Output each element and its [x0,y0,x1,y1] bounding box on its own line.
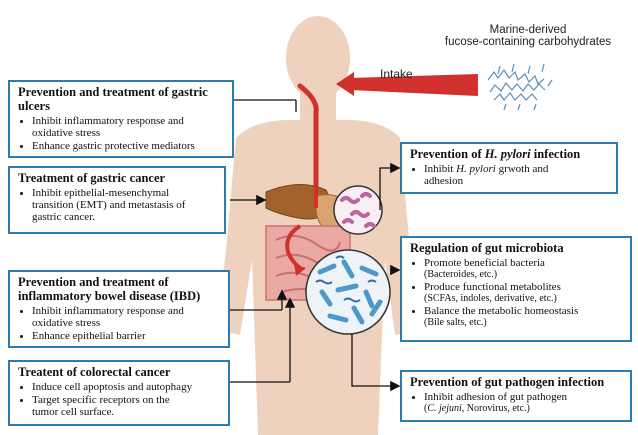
gastric-cancer-box: Treatment of gastric cancer Inhibit epit… [8,166,226,234]
gastric-ulcers-box: Prevention and treatment of gastric ulce… [8,80,234,158]
esophagus [297,83,319,193]
pathogen-title: Prevention of gut pathogen infection [410,375,605,389]
h-pylori-bacteria [333,185,383,235]
gastric-cancer-title: Treatment of gastric cancer [18,171,166,185]
ibd-title-line-1: Prevention and treatment of [18,275,169,289]
source-line-2: fucose-containing carbohydrates [444,36,612,48]
ibd-title: Prevention and treatment of inflammatory… [18,275,222,303]
intake-label: Intake [380,67,413,81]
gastric-ulcers-title-line-1: Prevention and treatment of gastric [18,85,208,99]
fucose-molecule [487,63,553,111]
connectors [230,99,401,392]
gut-arrow [285,224,302,270]
h-pylori-box: Prevention of H. pylori infection Inhibi… [400,142,618,194]
list-item: Enhance epithelial barrier [32,330,222,342]
intake-arrow [345,74,478,96]
colorectal-box: Treatent of colorectal cancer Induce cel… [8,360,230,426]
intake-arrowhead [336,72,354,96]
source-line-1: Marine-derived [489,24,567,36]
list-item: Inhibit inflammatory response andoxidati… [32,115,226,139]
list-item: Promote beneficial bacteria(Bacteroides,… [424,257,624,280]
ibd-box: Prevention and treatment of inflammatory… [8,270,230,348]
list-item: Inhibit epithelial-mesenchymaltransition… [32,187,218,223]
list-item: Inhibit adhesion of gut pathogen(C. jeju… [424,391,624,414]
ibd-title-line-2: inflammatory bowel disease (IBD) [18,289,201,303]
source-label: Marine-derived fucose-containing carbohy… [418,24,638,48]
list-item: Enhance gastric protective mediators [32,140,226,152]
microbiota-title: Regulation of gut microbiota [410,241,564,255]
colorectal-title: Treatent of colorectal cancer [18,365,171,379]
list-item: Induce cell apoptosis and autophagy [32,381,222,393]
gastric-ulcers-title-line-2: ulcers [18,99,50,113]
h-pylori-title: Prevention of H. pylori infection [410,147,581,161]
gastric-ulcers-title: Prevention and treatment of gastric ulce… [18,85,226,113]
gut-microbiota-bacteria [305,249,391,335]
gut-arrowhead [294,264,306,276]
list-item: Produce functional metabolites(SCFAs, in… [424,281,624,304]
pathogen-box: Prevention of gut pathogen infection Inh… [400,370,632,422]
microbiota-box: Regulation of gut microbiota Promote ben… [400,236,632,342]
list-item: Inhibit inflammatory response andoxidati… [32,305,222,329]
list-item: Balance the metabolic homeostasis(Bile s… [424,305,624,328]
